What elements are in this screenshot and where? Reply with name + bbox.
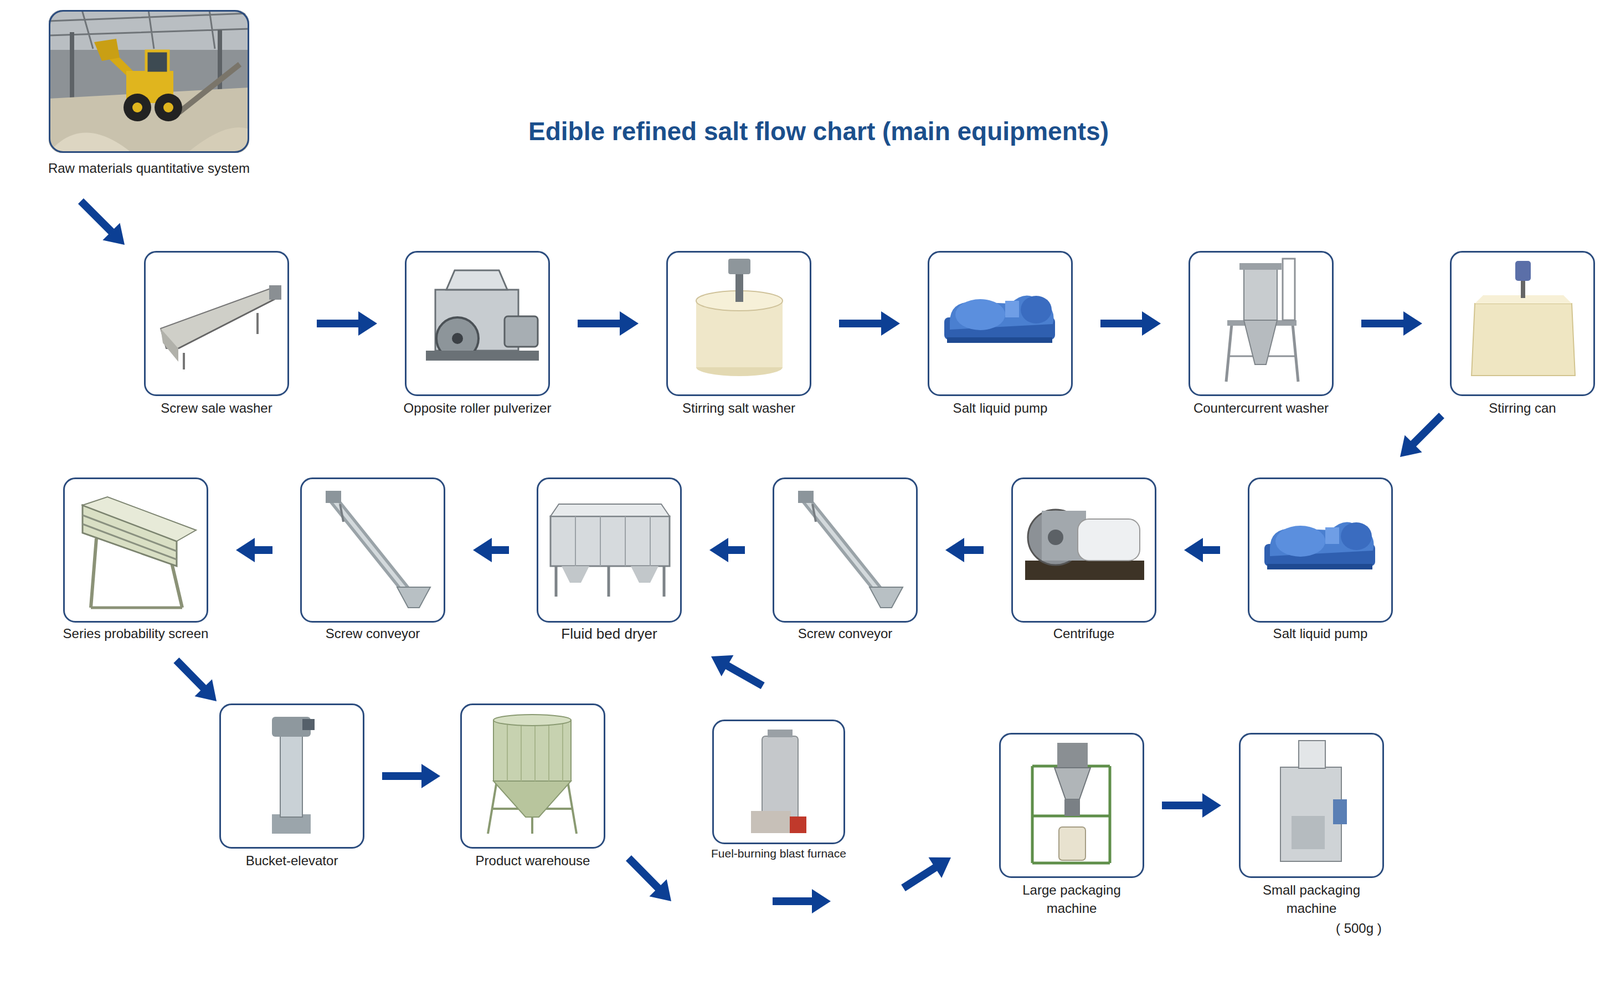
arrow-shape (711, 655, 765, 689)
equipment-box: Bucket-elevator (219, 703, 365, 849)
equipment-label: Centrifuge (1053, 624, 1115, 643)
arrow-shape (1361, 311, 1423, 336)
equipment-label: Fuel-burning blast furnace (711, 845, 847, 862)
flow-arrow (711, 655, 765, 689)
chart-title: Edible refined salt flow chart (main equ… (43, 116, 1594, 147)
silo-icon (487, 714, 577, 834)
flow-arrow (1100, 311, 1161, 336)
equipment-label: Large packaging machine (1002, 880, 1141, 918)
equipment-box: Fuel-burning blast furnace (712, 719, 846, 845)
cyclone-icon (1226, 258, 1299, 382)
arrow-shape (78, 198, 125, 245)
stirring-can-icon (1471, 260, 1576, 376)
arrow-shape (772, 888, 831, 914)
arrow-shape (901, 857, 951, 892)
flow-arrow (1400, 412, 1445, 457)
equipment-label: Screw conveyor (325, 624, 421, 643)
equipment-box: Salt liquid pump (1247, 477, 1393, 623)
equipment-label: Countercurrent washer (1193, 398, 1329, 418)
flow-arrow (235, 537, 273, 563)
equipment-box: Small packaging machine (1238, 732, 1385, 878)
equipment-label: Product warehouse (475, 851, 591, 870)
arrow-shape (1400, 412, 1445, 457)
furnace-icon (750, 729, 807, 833)
flow-arrow (472, 537, 509, 563)
equipment-label: Screw conveyor (798, 624, 893, 643)
equipment-label: Stirring salt washer (682, 398, 796, 418)
flow-arrow (78, 198, 125, 245)
equipment-label: Small packaging machine (1242, 880, 1381, 918)
arrow-shape (577, 311, 639, 336)
arrow-shape (709, 537, 745, 563)
equipment-box: Centrifuge (1011, 477, 1157, 623)
centrifuge-icon (1025, 509, 1145, 580)
pulverizer-icon (425, 270, 539, 361)
flow-arrow (173, 657, 217, 702)
equipment-label: Stirring can (1488, 398, 1556, 418)
equipment-box: Opposite roller pulverizer (404, 250, 550, 396)
equipment-label: Raw materials quantitative system (48, 158, 250, 178)
screw-washer-icon (160, 285, 282, 370)
equipment-box: Countercurrent washer (1188, 250, 1334, 396)
arrow-shape (1184, 537, 1221, 563)
flow-arrow (839, 311, 900, 336)
arrow-shape (839, 311, 900, 336)
weight-note: ( 500g ) (1335, 919, 1382, 937)
equipment-label: Opposite roller pulverizer (403, 398, 552, 418)
equipment-label: Salt liquid pump (953, 398, 1048, 418)
equipment-box: Large packaging machine (999, 732, 1145, 878)
arrow-shape (173, 657, 217, 702)
equipment-box: Salt liquid pump (927, 250, 1073, 396)
stirring-washer-icon (696, 258, 783, 377)
equipment-box: Stirring can (1449, 250, 1596, 396)
flow-arrow (382, 763, 441, 789)
arrow-shape (625, 855, 672, 902)
equipment-box: Screw sale washer (143, 250, 290, 396)
arrow-shape (1100, 311, 1161, 336)
flow-arrow (625, 855, 951, 914)
flow-arrow (709, 537, 745, 563)
arrow-shape (235, 537, 273, 563)
loader-photo (48, 9, 250, 153)
equipment-box: Screw conveyor (772, 477, 918, 623)
photo-box: Raw materials quantitative system (48, 9, 250, 153)
equipment-label: Fluid bed dryer (561, 624, 657, 645)
pump-icon (944, 295, 1056, 343)
arrow-shape (945, 537, 984, 563)
dryer-icon (550, 503, 670, 597)
equipment-label: Salt liquid pump (1273, 624, 1368, 643)
flow-arrow (1361, 311, 1423, 336)
flow-arrow (1161, 793, 1222, 818)
screen-icon (82, 496, 197, 608)
equipment-label: Screw sale washer (160, 398, 272, 418)
equipment-label: Series probability screen (63, 624, 209, 643)
arrow-shape (382, 763, 441, 789)
equipment-box: Product warehouse (460, 703, 606, 849)
pump-icon (1264, 521, 1376, 570)
large-packer-icon (1032, 742, 1110, 863)
equipment-label: Bucket-elevator (245, 851, 339, 870)
bucket-elevator-icon (271, 716, 315, 834)
arrow-shape (1161, 793, 1222, 818)
flow-arrow (316, 311, 378, 336)
equipment-box: Stirring salt washer (666, 250, 812, 396)
equipment-box: Series probability screen (63, 477, 209, 623)
equipment-box: Fluid bed dryer (536, 477, 682, 623)
arrow-shape (472, 537, 509, 563)
arrow-shape (316, 311, 378, 336)
screw-conveyor-icon (798, 490, 903, 608)
flow-arrow (577, 311, 639, 336)
equipment-box: Screw conveyor (300, 477, 446, 623)
small-packer-icon (1280, 740, 1347, 862)
flow-arrow (1184, 537, 1221, 563)
screw-conveyor-icon (325, 490, 431, 608)
flow-arrow (945, 537, 984, 563)
